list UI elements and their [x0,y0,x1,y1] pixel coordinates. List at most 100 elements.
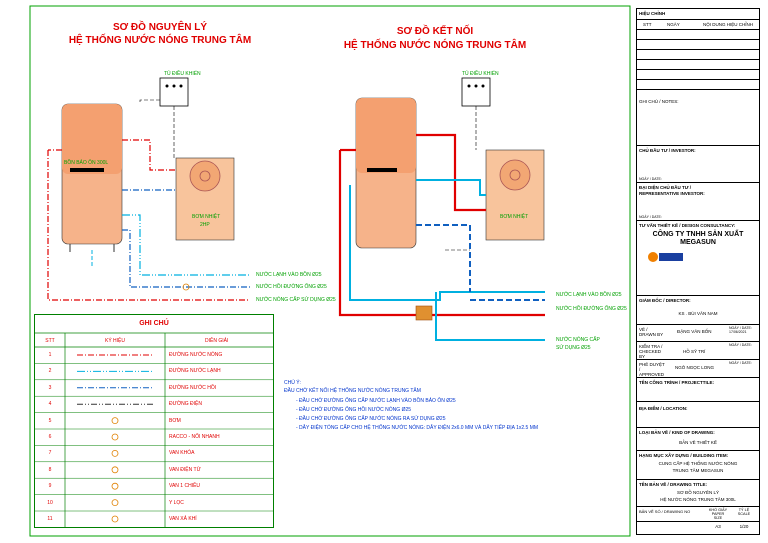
tb-scale-value: 1/20 [739,524,749,529]
tb-director: GIÁM ĐỐC / DIRECTOR: [639,298,691,303]
tb-rep-1: ĐẠI DIỆN CHỦ ĐẦU TƯ / [639,185,691,190]
right-outlet-hot-2: SỬ DỤNG Ø25 [556,345,591,351]
legend-row-stt: 6 [48,434,52,440]
tb-drawing-no: BẢN VẼ SỐ / DRAWING NO [639,509,691,514]
tb-drawing-title: TÊN BẢN VẼ / DRAWING TITLE: [639,482,707,487]
legend-row-desc: ĐƯỜNG NƯỚC LẠNH [169,368,221,375]
notes-line: - ĐẦU CHỜ ĐƯỜNG ỐNG HỒI NƯỚC NÓNG Ø25 [296,407,412,413]
left-outlet-cold: NƯỚC LẠNH VÀO BỒN Ø25 [256,272,322,278]
legend-row-desc: Y LỌC [169,499,184,506]
tb-checked-by: KIỂM TRA / CHECKED BY [639,344,663,359]
legend-symbol [111,499,119,507]
legend-row-stt: 10 [47,499,53,506]
right-outlet-hot-1: NƯỚC NÓNG CẤP [556,337,600,343]
left-tank-label: BỒN BẢO ÔN 300L [64,160,109,166]
left-title-1: SƠ ĐỒ NGUYÊN LÝ [112,22,208,33]
tb-approved-by: PHÊ DUYỆT / APPROVED [639,362,665,377]
legend-row-desc: ĐƯỜNG NƯỚC HỒI [169,384,217,391]
megasun-logo [648,252,683,262]
tb-paper-size: KHỔ GIẤY PAPER SIZE [708,508,728,520]
legend-row-stt: 9 [48,483,52,490]
tb-kind: LOẠI BẢN VẼ / KIND OF DRAWING: [639,430,715,435]
legend-symbol [111,466,119,474]
notes-line: - ĐẦU CHỜ ĐƯỜNG ỐNG CẤP NƯỚC NÓNG RA SỬ … [296,416,446,422]
tb-rev-date: NGÀY [667,22,680,27]
tb-checked-date: NGÀY / DATE: [729,343,752,347]
legend-row-stt: 3 [48,384,52,391]
legend-row-desc: VAN XẢ KHÍ [169,516,197,522]
left-pump-label-2: 2HP [200,222,210,228]
tb-rev-stt: STT [643,22,652,27]
notes-line: - ĐẦU CHỜ ĐƯỜNG ỐNG CẤP NƯỚC LẠNH VÀO BỒ… [296,398,456,404]
legend-row-stt: 2 [48,368,52,375]
tb-drawn-name: ĐẶNG VĂN BỐN [677,329,712,334]
notes-line: - DÂY ĐIỆN TỔNG CẤP CHO HỆ THỐNG NƯỚC NÓ… [296,425,539,431]
tb-scale: TỶ LỆ SCALE [737,508,751,516]
left-pump-label-1: BƠM NHIỆT [192,214,221,220]
tb-notes: GHI CHÚ / NOTES: [639,99,679,104]
legend-symbol [111,515,119,523]
notes-title: CHÚ Ý: [284,380,301,386]
legend-row-desc: RACCO - NỐI NHANH [169,434,220,440]
tb-paper-value: A3 [715,524,721,529]
tb-building-1: CUNG CẤP HỆ THỐNG NƯỚC NÓNG [658,461,738,466]
left-outlet-hot: NƯỚC NÓNG CẤP SỬ DỤNG Ø25 [256,297,336,303]
legend-row-stt: 7 [48,450,52,457]
legend-row-stt: 11 [47,516,53,522]
tb-rev-content: NỘI DUNG HIỆU CHỈNH [703,22,754,27]
left-controller-label: TỦ ĐIỀU KHIỂN [164,71,201,77]
legend-row-desc: VAN ĐIỆN TỪ [169,466,201,473]
tb-building: HẠNG MỤC XÂY DỰNG / BUILDING ITEM: [639,453,729,458]
tb-consultancy: TƯ VẤN THIẾT KẾ / DESIGN CONSULTANCY: [639,223,736,228]
right-controller-label: TỦ ĐIỀU KHIỂN [462,71,499,77]
right-outlet-return: NƯỚC HỒI ĐƯỜNG ỐNG Ø25 [556,306,627,312]
right-title-2: HỆ THỐNG NƯỚC NÓNG TRUNG TÂM [343,40,527,51]
legend-row-stt: 5 [48,417,52,424]
left-outlet-return: NƯỚC HỒI ĐƯỜNG ỐNG Ø25 [256,284,327,290]
legend-symbol [111,433,119,441]
tb-approved-date: NGÀY / DATE: [729,361,752,365]
legend-row-desc: BƠM [169,417,181,424]
legend-row-desc: ĐƯỜNG NƯỚC NÓNG [169,352,223,358]
legend-row-desc: VAN 1 CHIỀU [169,483,201,490]
right-pump-label: BƠM NHIỆT [500,214,529,220]
tb-location: ĐỊA ĐIỂM / LOCATION: [639,406,688,411]
legend-row-stt: 4 [48,401,52,408]
legend-row-stt: 1 [48,352,52,358]
tb-approved-name: NGÔ NGỌC LONG [675,365,715,370]
legend-header-symbol: KÝ HIỆU [105,338,126,344]
tb-revision: HIỆU CHỈNH [639,11,666,16]
tb-rep-2: REPRESENTATIVE INVESTOR: [639,191,705,196]
tb-dt-2: HỆ NƯỚC NÓNG TRUNG TÂM 300L [660,497,736,502]
controller-box [159,77,189,107]
tb-kind-value: BẢN VẼ THIẾT KẾ [679,440,717,445]
tb-drawn-by: VẼ / DRAWN BY [639,327,664,337]
tb-date-2: NGÀY / DATE: [639,215,662,219]
legend-row-desc: VAN KHÓA [169,450,195,457]
right-title-1: SƠ ĐỒ KẾT NỐI [396,26,474,37]
tb-company-1: CÔNG TY TNHH SẢN XUẤT [652,231,744,238]
tb-date-1: NGÀY / DATE: [639,177,662,181]
legend-symbol [111,482,119,490]
tb-director-name: KS . BÙI VĂN NAM [678,311,718,316]
legend-symbol [111,417,119,424]
legend-header-stt: STT [45,338,55,344]
tb-company-2: MEGASUN [680,239,716,246]
legend-row-desc: ĐƯỜNG ĐIỆN [169,401,203,408]
legend-header-desc: DIỄN GIẢI [205,338,229,344]
title-block: HIỆU CHỈNH STT NGÀY NỘI DUNG HIỆU CHỈNH … [636,8,760,535]
tb-drawn-date: NGÀY / DATE: 17/06/2021 [729,326,752,334]
legend-symbol [111,449,119,457]
tb-investor: CHỦ ĐẦU TƯ / INVESTOR: [639,148,696,153]
legend-row-stt: 8 [48,466,52,473]
right-outlet-cold: NƯỚC LẠNH VÀO BỒN Ø25 [556,292,622,298]
tb-building-2: TRUNG TÂM MEGASUN [672,468,724,473]
notes-line: ĐẦU CHỜ KẾT NỐI HỆ THỐNG NƯỚC NÓNG TRUNG… [284,388,421,394]
left-title-2: HỆ THỐNG NƯỚC NÓNG TRUNG TÂM [68,35,252,46]
tb-project: TÊN CÔNG TRÌNH / PROJECTTILE: [639,380,715,385]
legend-title: GHI CHÚ [139,320,169,327]
